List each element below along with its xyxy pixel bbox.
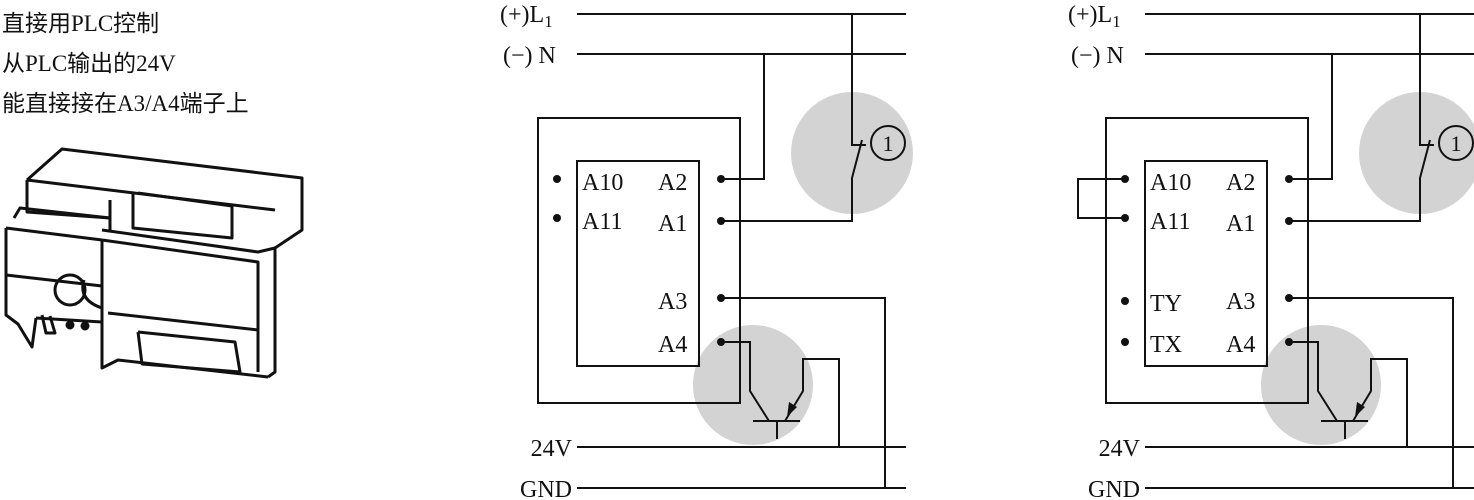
a10-a11-bridge [1077, 178, 1125, 219]
terminal-a1: A1 [658, 211, 687, 237]
terminal-a11: A11 [582, 209, 622, 235]
rail-n-label: (−) N [503, 43, 556, 69]
rail-l1-label: (+)L1 [1068, 2, 1121, 31]
note-line-3: 能直接接在A3/A4端子上 [2, 91, 249, 116]
rail-gnd-label: GND [1088, 477, 1140, 500]
terminal-a4: A4 [1226, 332, 1255, 358]
terminal-a2: A2 [658, 170, 687, 196]
terminal-a1: A1 [1226, 211, 1255, 237]
contact-highlight [791, 92, 913, 214]
terminal-a3: A3 [658, 289, 687, 315]
note-line-1: 直接用PLC控制 [2, 11, 160, 36]
terminal-ty: TY [1150, 291, 1182, 317]
contact-marker: 1 [1451, 131, 1462, 156]
terminal-a10: A10 [582, 170, 623, 196]
transistor-highlight [1261, 325, 1381, 445]
rail-n-label: (−) N [1071, 43, 1124, 69]
terminal-a2: A2 [1226, 170, 1255, 196]
circuit-b: (+)L1 (−) N 24V GND A10 A11 TY TX A2 A1 … [1068, 2, 1474, 500]
rail-l1-label: (+)L1 [500, 2, 553, 31]
terminal-a3: A3 [1226, 289, 1255, 315]
terminal-a4: A4 [658, 332, 687, 358]
transistor-highlight [693, 325, 813, 445]
rail-24v-label: 24V [531, 436, 573, 462]
rail-24v-label: 24V [1099, 436, 1141, 462]
device-illustration [4, 147, 304, 379]
terminal-a11: A11 [1150, 209, 1190, 235]
contact-marker: 1 [883, 131, 894, 156]
circuit-a: (+)L1 (−) N 24V GND A10 A11 A2 A1 A3 A4 … [500, 2, 913, 500]
note-line-2: 从PLC输出的24V [2, 51, 176, 76]
description-text: 直接用PLC控制 从PLC输出的24V 能直接接在A3/A4端子上 [2, 4, 249, 124]
terminal-tx: TX [1150, 332, 1182, 358]
rail-gnd-label: GND [520, 477, 572, 500]
terminal-a10: A10 [1150, 170, 1191, 196]
contact-highlight [1359, 92, 1474, 214]
